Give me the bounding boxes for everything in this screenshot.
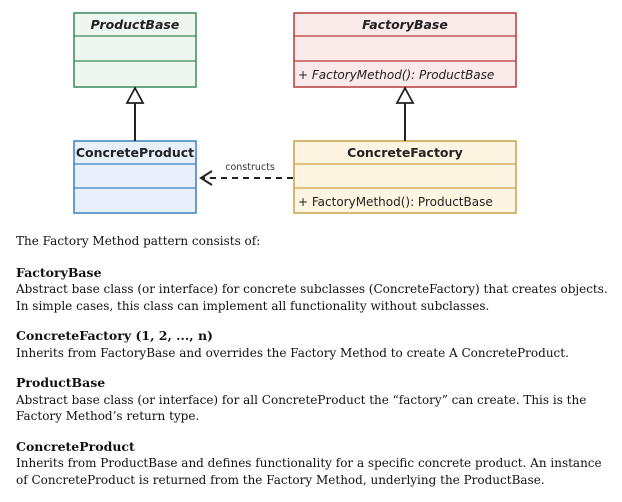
term-product-base: ProductBase <box>16 375 106 390</box>
factory-inheritance-arrow <box>395 86 415 141</box>
desc-concrete-factory: Inherits from FactoryBase and overrides … <box>16 345 569 360</box>
definition-product-base: ProductBase Abstract base class (or inte… <box>16 375 612 425</box>
product-base-box <box>73 12 197 88</box>
term-concrete-factory: ConcreteFactory (1, 2, ..., n) <box>16 328 213 343</box>
factory-base-method: + FactoryMethod(): ProductBase <box>298 68 494 82</box>
constructs-dependency-arrow: constructs <box>199 162 293 186</box>
factory-base-title: FactoryBase <box>362 17 448 32</box>
concrete-product-title: ConcreteProduct <box>76 145 194 160</box>
definition-concrete-factory: ConcreteFactory (1, 2, ..., n) Inherits … <box>16 328 612 361</box>
definition-concrete-product: ConcreteProduct Inherits from ProductBas… <box>16 439 612 489</box>
concrete-product-class: ConcreteProduct <box>73 140 197 214</box>
term-concrete-product: ConcreteProduct <box>16 438 135 454</box>
term-factory-base: FactoryBase <box>16 264 102 280</box>
definition-factory-base: FactoryBase Abstract base class (or inte… <box>16 265 612 315</box>
product-base-title: ProductBase <box>91 17 180 32</box>
factory-base-box <box>293 12 517 88</box>
uml-class-diagram: ProductBase FactoryBase + FactoryMethod(… <box>73 12 517 214</box>
constructs-label: constructs <box>225 162 275 173</box>
pattern-description: The Factory Method pattern consists of: … <box>16 233 612 502</box>
product-base-class: ProductBase <box>73 12 197 88</box>
desc-product-base: Abstract base class (or interface) for a… <box>16 392 587 424</box>
desc-concrete-product: Inherits from ProductBase and defines fu… <box>16 456 602 487</box>
desc-factory-base: Abstract base class (or interface) for c… <box>16 282 608 313</box>
intro-text: The Factory Method pattern consists of: <box>16 234 261 248</box>
concrete-factory-title: ConcreteFactory <box>347 145 463 160</box>
factory-base-class: FactoryBase + FactoryMethod(): ProductBa… <box>293 12 517 88</box>
concrete-factory-class: ConcreteFactory + FactoryMethod(): Produ… <box>293 140 517 214</box>
product-inheritance-arrow <box>125 86 145 141</box>
concrete-factory-method: + FactoryMethod(): ProductBase <box>298 195 493 209</box>
